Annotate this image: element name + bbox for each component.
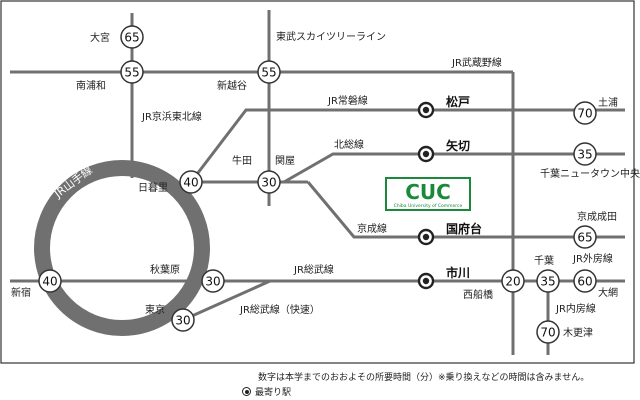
- svg-text:40: 40: [42, 275, 57, 289]
- station-labels: 大宮 南浦和 新越谷 日暮里 牛田 関屋 新宿 秋葉原 東京 西船橋 千葉 大網…: [11, 31, 640, 339]
- nearest-station-legend-icon: [242, 387, 251, 396]
- line-label-jr-keihin-tohoku: JR京浜東北線: [141, 110, 202, 123]
- line-sobu-rapid: [182, 279, 271, 322]
- station-tsuchiura: 土浦: [598, 96, 618, 109]
- line-label-keisei: 京成線: [357, 222, 387, 235]
- nearest-station-icon-matsudo: [417, 101, 435, 119]
- station-nippori: 日暮里: [138, 181, 168, 194]
- station-kisarazu: 木更津: [563, 327, 593, 339]
- line-label-jr-sobu: JR総武線: [293, 263, 334, 276]
- nearest-station-icon-yagiri: [417, 145, 435, 163]
- svg-text:55: 55: [261, 66, 276, 80]
- station-nishifunabashi: 西船橋: [463, 288, 493, 301]
- svg-text:70: 70: [577, 107, 592, 121]
- station-shinkoshigaya: 新越谷: [217, 79, 247, 92]
- station-oami: 大網: [598, 286, 618, 299]
- time-badge-tsukuda-seki: 30: [257, 170, 281, 194]
- time-badge-chiba: 35: [536, 269, 560, 293]
- time-badge-akihabara: 30: [201, 269, 225, 293]
- time-badge-tsuchiura: 70: [573, 101, 597, 125]
- time-badge-shinkoshigaya: 55: [257, 60, 281, 84]
- station-akihabara: 秋葉原: [150, 263, 180, 276]
- station-minamiurawa: 南浦和: [76, 79, 106, 92]
- logo-box: [385, 177, 471, 211]
- logo-text: CUC: [405, 180, 451, 204]
- yamanote-ring: [34, 160, 210, 336]
- time-badge-nishifunabashi: 20: [501, 269, 525, 293]
- time-badge-chiba-nt: 35: [573, 142, 597, 166]
- svg-text:55: 55: [124, 66, 139, 80]
- svg-text:30: 30: [261, 176, 276, 190]
- station-sekiya: 関屋: [275, 155, 295, 167]
- svg-text:70: 70: [540, 326, 555, 340]
- station-kounodai: 国府台: [446, 221, 482, 236]
- time-badge-kisarazu: 70: [536, 320, 560, 344]
- svg-text:30: 30: [175, 314, 190, 328]
- legend-label: 最寄り駅: [255, 388, 292, 398]
- svg-text:35: 35: [540, 275, 555, 289]
- time-badge-minamiurawa: 55: [120, 60, 144, 84]
- svg-text:60: 60: [577, 275, 592, 289]
- station-matsudo: 松戸: [446, 94, 470, 109]
- line-hokuso: [283, 152, 625, 184]
- svg-text:40: 40: [183, 176, 198, 190]
- logo-subtext: Chiba University of Commerce: [394, 203, 463, 209]
- line-label-jr-sobu-rapid: JR総武線（快速）: [239, 303, 320, 316]
- time-badge-shinjuku: 40: [38, 269, 62, 293]
- time-badge-omiya: 65: [120, 25, 144, 49]
- legend: 最寄り駅: [242, 385, 291, 398]
- line-label-jr-musashino: JR武蔵野線: [451, 56, 502, 69]
- line-label-tobu-skytree: 東武スカイツリーライン: [276, 30, 386, 43]
- station-tokyo: 東京: [145, 303, 165, 316]
- station-keisei-narita: 京成成田: [577, 210, 617, 223]
- line-label-jr-sotobo: JR外房線: [572, 252, 613, 265]
- station-tsukuda: 牛田: [232, 154, 252, 167]
- time-badge-sakura: 60: [573, 269, 597, 293]
- map-frame: [0, 0, 635, 364]
- time-badges: 65 55 55 40 30 40 30 30 20 35 60 70 35 6…: [38, 25, 597, 344]
- nearest-station-icon-kounodai: [417, 228, 435, 246]
- line-joban: [189, 108, 625, 183]
- svg-text:30: 30: [205, 275, 220, 289]
- nearest-station-icon-ichikawa: [417, 272, 435, 290]
- line-label-hokuso: 北総線: [334, 138, 364, 151]
- station-chiba: 千葉: [534, 254, 554, 267]
- line-labels: 東武スカイツリーライン JR武蔵野線 JR京浜東北線 JR常磐線 北総線 京成線…: [141, 30, 613, 316]
- svg-text:65: 65: [577, 231, 592, 245]
- line-label-jr-uchibo: JR内房線: [555, 302, 596, 315]
- station-yagiri: 矢切: [446, 138, 470, 153]
- station-chiba-nt: 千葉ニュータウン中央: [540, 167, 640, 180]
- line-label-jr-joban: JR常磐線: [327, 94, 368, 107]
- svg-text:20: 20: [505, 275, 520, 289]
- station-shinjuku: 新宿: [11, 286, 31, 299]
- cuc-logo: CUC Chiba University of Commerce: [385, 177, 471, 211]
- station-omiya: 大宮: [90, 31, 110, 44]
- station-ichikawa: 市川: [446, 265, 470, 280]
- nearest-station-markers: [417, 101, 435, 290]
- line-keisei: [306, 181, 625, 239]
- time-badge-tokyo: 30: [171, 308, 195, 332]
- footnote: 数字は本学までのおおよその所要時間（分）※乗り換えなどの時間は含みません。: [258, 373, 590, 383]
- time-badge-keisei-narita: 65: [573, 225, 597, 249]
- svg-text:35: 35: [577, 148, 592, 162]
- svg-text:65: 65: [124, 31, 139, 45]
- time-badge-nippori: 40: [179, 170, 203, 194]
